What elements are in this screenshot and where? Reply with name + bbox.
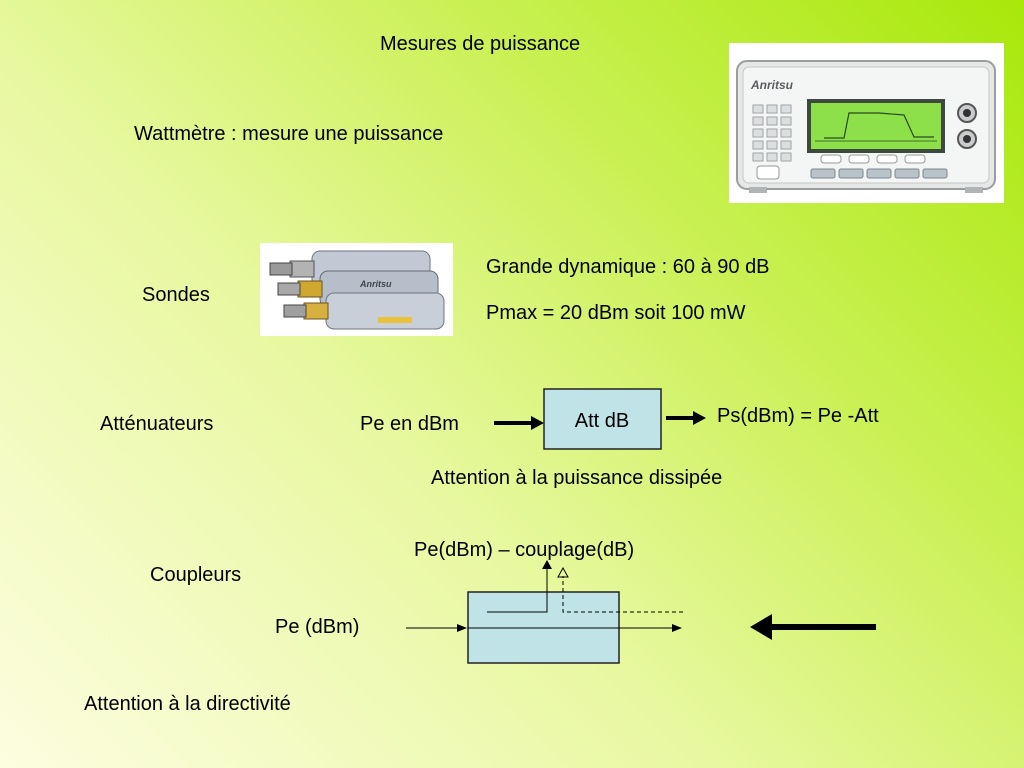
meter-connectors bbox=[957, 103, 977, 149]
sensor-probe bbox=[283, 292, 445, 330]
coupleur-output-label: Pe(dBm) – couplage(dB) bbox=[414, 539, 635, 561]
coupleur-input-label: Pe (dBm) bbox=[275, 616, 360, 638]
meter-function-keys bbox=[810, 168, 948, 179]
reverse-wave-arrowhead bbox=[750, 614, 772, 640]
coupleur-note: Attention à la directivité bbox=[84, 693, 291, 715]
page-title: Mesures de puissance bbox=[380, 33, 581, 55]
coupler-coupled-line bbox=[487, 565, 548, 613]
meter-screen bbox=[807, 99, 945, 153]
meter-softkeys bbox=[820, 154, 926, 164]
coupler-reverse-arrowhead bbox=[557, 566, 569, 578]
meter-keypad bbox=[752, 104, 792, 162]
probe-brand: Anritsu bbox=[359, 279, 392, 289]
attenuator-output-arrowhead bbox=[693, 411, 706, 425]
power-meter-photo: Anritsu bbox=[729, 43, 1004, 203]
attenuator-box-label: Att dB bbox=[575, 410, 629, 432]
meter-brand: Anritsu bbox=[750, 78, 794, 92]
sensor-probes-photo: Anritsu bbox=[260, 243, 453, 336]
attenuator-box bbox=[543, 388, 662, 450]
attenuateur-output-label: Ps(dBm) = Pe -Att bbox=[717, 405, 879, 427]
wattmetre-label: Wattmètre : mesure une puissance bbox=[134, 123, 444, 145]
sondes-spec-dynamique: Grande dynamique : 60 à 90 dB bbox=[486, 256, 770, 278]
coupler-reverse-dashed-line bbox=[562, 576, 683, 613]
sondes-label: Sondes bbox=[142, 284, 210, 306]
coupleurs-label: Coupleurs bbox=[150, 564, 242, 586]
attenuateurs-label: Atténuateurs bbox=[100, 413, 214, 435]
attenuateur-note: Attention à la puissance dissipée bbox=[431, 467, 723, 489]
attenuator-input-arrowhead bbox=[531, 416, 544, 430]
coupler-coupled-arrowhead bbox=[542, 560, 552, 569]
sondes-spec-pmax: Pmax = 20 dBm soit 100 mW bbox=[486, 302, 746, 324]
power-button bbox=[756, 165, 780, 180]
attenuateur-input-label: Pe en dBm bbox=[360, 413, 459, 435]
